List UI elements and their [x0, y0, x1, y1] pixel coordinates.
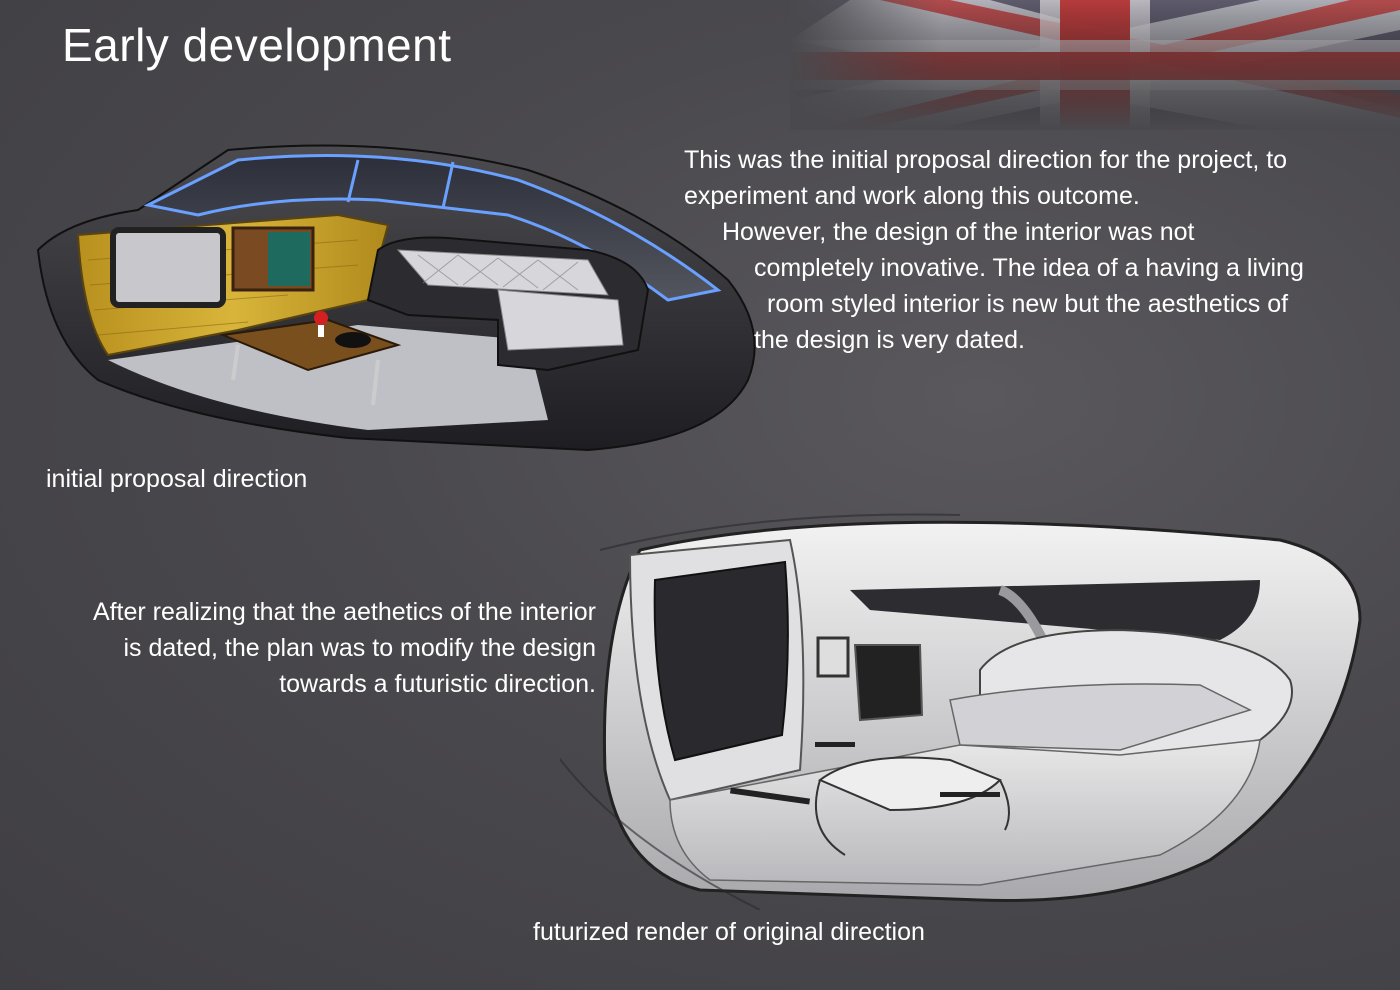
futurized-render-sketch: [560, 513, 1362, 910]
intro-line: room styled interior is new but the aest…: [767, 290, 1289, 318]
initial-proposal-caption: initial proposal direction: [46, 465, 308, 493]
intro-line: experiment and work along this outcome.: [684, 182, 1140, 210]
initial-proposal-sketch: [36, 144, 756, 452]
intro-line: This was the initial proposal direction …: [684, 146, 1288, 174]
intro-line: However, the design of the interior was …: [722, 218, 1195, 246]
futurized-render-caption: futurized render of original direction: [533, 918, 925, 946]
change-description: After realizing that the aethetics of th…: [20, 594, 596, 702]
change-line: towards a futuristic direction.: [279, 670, 596, 698]
page-title: Early development: [62, 19, 452, 71]
change-line: After realizing that the aethetics of th…: [92, 598, 596, 626]
union-flag-image: [790, 0, 1400, 130]
intro-line: the design is very dated.: [754, 326, 1025, 354]
intro-description: This was the initial proposal direction …: [684, 142, 1304, 358]
intro-line: completely inovative. The idea of a havi…: [754, 254, 1304, 282]
change-line: is dated, the plan was to modify the des…: [123, 634, 596, 662]
